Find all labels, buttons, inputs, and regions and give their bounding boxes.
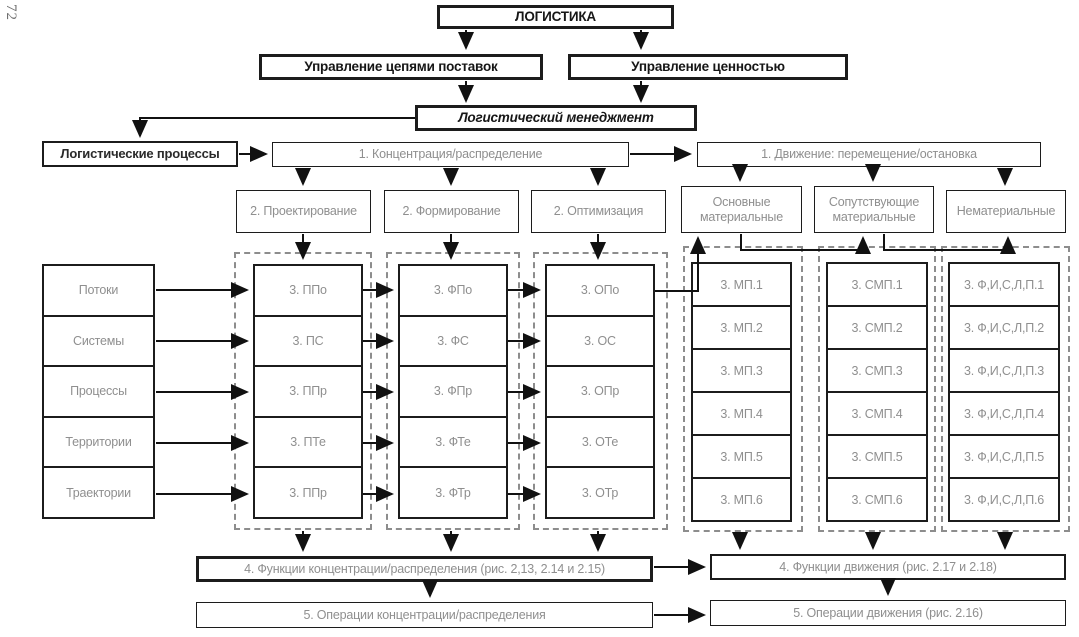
box-3-mp4: 3. МП.4 xyxy=(693,393,790,436)
box-3-ps: 3. ПС xyxy=(255,317,361,368)
box-3-smp4: 3. СМП.4 xyxy=(828,393,926,436)
box-3-mp2: 3. МП.2 xyxy=(693,307,790,350)
box-3-smp1: 3. СМП.1 xyxy=(828,264,926,307)
stack-smp-column: 3. СМП.1 3. СМП.2 3. СМП.3 3. СМП.4 3. С… xyxy=(826,262,928,522)
box-logistics-title: ЛОГИСТИКА xyxy=(437,5,674,29)
box-3-fpr: 3. ФПр xyxy=(400,367,506,418)
box-3-opr: 3. ОПр xyxy=(547,367,653,418)
box-3-ppr: 3. ППр xyxy=(255,367,361,418)
stack-mp-column: 3. МП.1 3. МП.2 3. МП.3 3. МП.4 3. МП.5 … xyxy=(691,262,792,522)
box-2-formation: 2. Формирование xyxy=(384,190,519,233)
box-logistics-processes: Логистические процессы xyxy=(42,141,238,167)
box-3-ppo: 3. ППо xyxy=(255,266,361,317)
box-3-smp3: 3. СМП.3 xyxy=(828,350,926,393)
box-3-fs: 3. ФС xyxy=(400,317,506,368)
category-trajectories: Траектории xyxy=(66,485,131,500)
box-2-optimization: 2. Оптимизация xyxy=(531,190,666,233)
box-accompanying-material-flows: Сопутствующие материальные xyxy=(814,186,934,233)
box-3-mp3: 3. МП.3 xyxy=(693,350,790,393)
box-4-functions-movement: 4. Функции движения (рис. 2.17 и 2.18) xyxy=(710,554,1066,580)
box-3-fislp2: 3. Ф,И,С,Л,П.2 xyxy=(950,307,1058,350)
side-category-stack: Потоки Системы Процессы Территории Траек… xyxy=(42,264,155,519)
box-supply-chain-management: Управление цепями поставок xyxy=(259,54,543,80)
box-3-pte: 3. ПТе xyxy=(255,418,361,469)
box-1-movement: 1. Движение: перемещение/остановка xyxy=(697,142,1041,167)
box-3-fislp1: 3. Ф,И,С,Л,П.1 xyxy=(950,264,1058,307)
box-3-fislp3: 3. Ф,И,С,Л,П.3 xyxy=(950,350,1058,393)
dashed-frame-smp-column xyxy=(818,246,936,532)
box-3-fislp5: 3. Ф,И,С,Л,П.5 xyxy=(950,436,1058,479)
category-territories: Территории xyxy=(44,418,153,469)
box-1-concentration-distribution: 1. Концентрация/распределение xyxy=(272,142,629,167)
stack-f-column: 3. ФПо 3. ФС 3. ФПр 3. ФТе 3. ФТр xyxy=(398,264,508,519)
category-systems: Системы xyxy=(44,317,153,368)
box-value-management: Управление ценностью xyxy=(568,54,848,80)
box-3-mp6: 3. МП.6 xyxy=(720,492,763,507)
box-3-os: 3. ОС xyxy=(547,317,653,368)
category-processes: Процессы xyxy=(44,367,153,418)
box-4-functions-concentration: 4. Функции концентрации/распределения (р… xyxy=(196,556,653,582)
stack-p-column: 3. ППо 3. ПС 3. ППр 3. ПТе 3. ППр xyxy=(253,264,363,519)
box-3-fislp6: 3. Ф,И,С,Л,П.6 xyxy=(963,492,1045,507)
box-3-ptr: 3. ППр xyxy=(289,485,327,500)
box-2-design: 2. Проектирование xyxy=(236,190,371,233)
box-intangible-flows: Нематериальные xyxy=(946,190,1066,233)
box-3-smp6: 3. СМП.6 xyxy=(851,492,903,507)
box-3-mp1: 3. МП.1 xyxy=(693,264,790,307)
stack-o-column: 3. ОПо 3. ОС 3. ОПр 3. ОТе 3. ОТр xyxy=(545,264,655,519)
box-3-smp5: 3. СМП.5 xyxy=(828,436,926,479)
box-3-smp2: 3. СМП.2 xyxy=(828,307,926,350)
box-3-otr: 3. ОТр xyxy=(581,485,619,500)
box-3-opo: 3. ОПо xyxy=(547,266,653,317)
box-5-operations-movement: 5. Операции движения (рис. 2.16) xyxy=(710,600,1066,626)
box-3-mp5: 3. МП.5 xyxy=(693,436,790,479)
category-flows: Потоки xyxy=(44,266,153,317)
stack-fislp-column: 3. Ф,И,С,Л,П.1 3. Ф,И,С,Л,П.2 3. Ф,И,С,Л… xyxy=(948,262,1060,522)
box-3-ftr: 3. ФТр xyxy=(435,485,471,500)
box-3-fislp4: 3. Ф,И,С,Л,П.4 xyxy=(950,393,1058,436)
box-3-fpo: 3. ФПо xyxy=(400,266,506,317)
box-3-ote: 3. ОТе xyxy=(547,418,653,469)
box-main-material-flows: Основные материальные xyxy=(681,186,802,233)
box-3-fte: 3. ФТе xyxy=(400,418,506,469)
page-number: 72 xyxy=(3,4,19,21)
box-logistics-management: Логистический менеджмент xyxy=(415,105,697,131)
box-5-operations-concentration: 5. Операции концентрации/распределения xyxy=(196,602,653,628)
